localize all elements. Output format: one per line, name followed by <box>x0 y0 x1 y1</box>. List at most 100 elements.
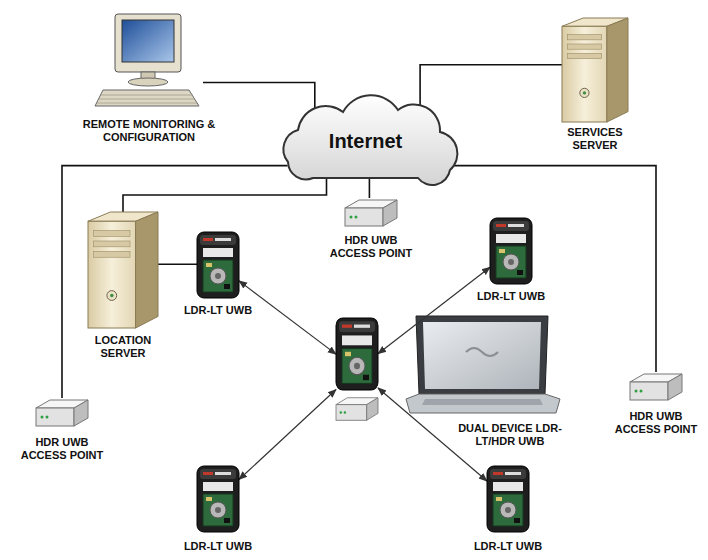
icon-part <box>505 507 511 513</box>
laptop-screen <box>423 322 541 389</box>
laptop-keyboard <box>422 399 543 405</box>
pc-icon <box>95 12 203 110</box>
icon-part <box>496 234 526 243</box>
box-front <box>36 408 74 426</box>
drive-bay <box>94 231 130 237</box>
circuit-board <box>203 494 233 526</box>
icon-part <box>203 472 213 475</box>
device-label: LDR-LT UWB <box>469 290 553 303</box>
server-side <box>136 212 158 328</box>
radio-link-arrow <box>378 267 490 354</box>
key-row <box>97 103 197 104</box>
icon-part <box>200 235 236 245</box>
drive-bay <box>94 241 130 247</box>
icon-part <box>206 263 212 267</box>
network-link <box>62 166 288 398</box>
device-label: HDR UWB ACCESS POINT <box>14 436 110 462</box>
radio-link-arrow <box>239 281 336 354</box>
device-label: LDR-LT UWB <box>466 540 550 553</box>
device-node: LDR-LT UWB <box>197 466 239 532</box>
icon-part <box>342 325 352 328</box>
server-icon <box>88 212 158 328</box>
device-label: HDR UWB ACCESS POINT <box>323 234 419 260</box>
box-front <box>630 382 668 400</box>
power-led <box>110 294 114 298</box>
icon-part <box>210 502 226 518</box>
server-front <box>562 26 607 122</box>
device-label: LDR-LT UWB <box>176 304 260 317</box>
icon-part <box>508 259 514 265</box>
icon-part <box>493 472 503 475</box>
icon-part <box>500 502 516 518</box>
drive-bay <box>567 35 601 40</box>
icon-part <box>493 221 529 231</box>
box-front <box>336 405 367 421</box>
ap-icon <box>36 398 88 428</box>
ldr-icon <box>197 466 239 532</box>
icon-part <box>514 518 520 523</box>
device-label: LOCATION SERVER <box>80 334 166 360</box>
icon-part <box>354 363 360 370</box>
network-link <box>123 178 327 212</box>
circuit-board <box>493 494 523 526</box>
circuit-board <box>342 349 372 384</box>
network-link <box>420 65 562 113</box>
device-label: DUAL DEVICE LDR-LT/HDR UWB <box>452 422 568 448</box>
box-side <box>668 374 682 400</box>
icon-part <box>203 482 233 491</box>
power-led <box>583 91 586 94</box>
icon-part <box>203 248 233 257</box>
laptop-illustration <box>406 316 560 413</box>
key-row <box>101 95 193 96</box>
ldr-icon <box>197 232 239 298</box>
device-body <box>197 466 239 532</box>
icon-part <box>210 268 226 284</box>
icon-part <box>499 249 505 253</box>
device-node: LOCATION SERVER <box>88 212 158 328</box>
device-body <box>490 218 532 284</box>
radio-link-arrow <box>378 388 487 481</box>
icon-part <box>490 469 526 479</box>
device-label: LDR-LT UWB <box>176 540 260 553</box>
device-node: LDR-LT UWB <box>487 466 529 532</box>
screen-logo <box>466 348 498 356</box>
device-node: LDR-LT UWB <box>197 232 239 298</box>
dual-icon <box>336 318 378 422</box>
drive-bay <box>94 251 130 257</box>
screen <box>122 20 174 62</box>
icon-part <box>354 325 370 328</box>
icon-part <box>493 482 523 491</box>
icon-part <box>517 270 523 275</box>
circuit-board <box>203 260 233 292</box>
device-label: HDR UWB ACCESS POINT <box>610 410 702 436</box>
icon-part <box>339 321 375 332</box>
icon-part <box>363 375 369 380</box>
device-node: REMOTE MONITORING & CONFIGURATION <box>95 12 203 110</box>
laptop-lid <box>416 316 548 394</box>
ldr-icon <box>487 466 529 532</box>
device-node: HDR UWB ACCESS POINT <box>630 372 682 402</box>
network-link <box>203 83 315 117</box>
device-node: SERVICES SERVER <box>562 18 628 122</box>
device-node: LDR-LT UWB <box>490 218 532 284</box>
device-label: REMOTE MONITORING & CONFIGURATION <box>74 118 224 144</box>
led <box>344 411 346 414</box>
server-side <box>607 18 628 122</box>
server-front <box>88 221 136 328</box>
icon-part <box>503 254 519 270</box>
drive-bay <box>567 53 601 58</box>
led <box>355 216 358 219</box>
cloud-label: Internet <box>268 100 463 182</box>
icon-part <box>224 284 230 289</box>
circuit-board <box>496 246 526 278</box>
box-side <box>74 400 88 426</box>
device-body <box>197 232 239 298</box>
monitor <box>115 14 181 72</box>
box-side <box>383 200 397 226</box>
drive-bay <box>567 44 601 49</box>
led <box>350 216 353 219</box>
network-link <box>451 166 656 372</box>
laptop-base <box>406 394 560 413</box>
server-icon <box>562 18 628 122</box>
device-label: SERVICES SERVER <box>552 126 638 152</box>
